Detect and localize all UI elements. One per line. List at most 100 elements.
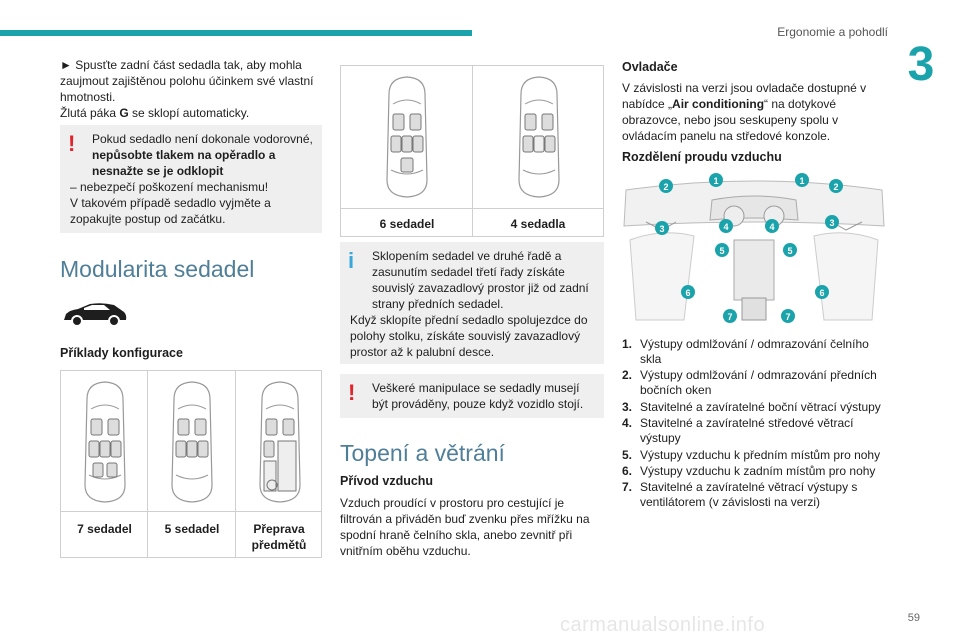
config-table-1: 7 sedadel 5 sedadel Přeprava předmětů	[60, 370, 322, 558]
callout-6a	[681, 285, 695, 299]
callout-2b	[829, 179, 843, 193]
config-label-6: 6 sedadel	[379, 217, 435, 231]
warning-icon: !	[68, 131, 76, 156]
list-item-num: 5.	[622, 448, 633, 462]
callout-3a	[655, 221, 669, 235]
warning-note-stationary: ! Veškeré manipulace se sedadly musejí b…	[340, 374, 604, 418]
callout-label-4a: 4	[723, 222, 728, 232]
list-item-text: Stavitelné a zavíratelné středové větrac…	[640, 416, 854, 445]
controls-text-pre: V závislosti na verzi jsou ovladače dost…	[622, 81, 867, 111]
lever-paragraph: Žlutá páka G se sklopí automaticky.	[60, 105, 322, 121]
air-distribution-title: Rozdělení proudu vzduchu	[622, 150, 782, 164]
list-item: 2. Výstupy odmlžování / odmrazování před…	[622, 368, 888, 398]
list-item-num: 7.	[622, 480, 633, 494]
callout-label-1a: 1	[713, 176, 718, 186]
list-item-text: Stavitelné a zavíratelné větrací výstupy…	[640, 480, 858, 509]
list-item-text: Výstupy vzduchu k zadním místům pro nohy	[640, 464, 876, 478]
callout-1b	[795, 173, 809, 187]
warning-text-bold: nepůsobte tlakem na opěradlo a nesnažte …	[92, 148, 276, 178]
section-title-heating: Topení a větrání	[340, 440, 505, 466]
air-distribution-figure: 1 1 2 2 3 3 4 4 5 5 6 6 7 7	[623, 173, 885, 323]
controls-paragraph: V závislosti na verzi jsou ovladače dost…	[622, 80, 888, 144]
callout-label-4b: 4	[769, 222, 774, 232]
list-item: 1. Výstupy odmlžování / odmrazování čeln…	[622, 337, 888, 367]
list-item: 4. Stavitelné a zavíratelné středové vět…	[622, 416, 888, 446]
chapter-title: Ergonomie a pohodlí	[777, 25, 888, 39]
callout-label-7a: 7	[727, 312, 732, 322]
callout-7b	[781, 309, 795, 323]
list-item-text: Výstupy odmlžování / odmrazování předníc…	[640, 368, 877, 397]
controls-title: Ovladače	[622, 60, 678, 74]
section-title-seat-modularity: Modularita sedadel	[60, 256, 255, 282]
callout-5a	[715, 243, 729, 257]
config-label-4: 4 sedadla	[510, 217, 566, 231]
callout-label-5b: 5	[787, 246, 792, 256]
config-cell-5	[148, 371, 236, 557]
car-top-cargo	[259, 381, 301, 503]
config-cell-6	[341, 66, 473, 236]
list-item-num: 2.	[622, 368, 633, 382]
list-item: 7. Stavitelné a zavíratelné větrací výst…	[622, 480, 888, 510]
info-icon: i	[348, 248, 355, 273]
config-cell-7	[61, 371, 148, 557]
callout-label-6b: 6	[819, 288, 824, 298]
list-item-num: 1.	[622, 337, 633, 351]
callout-label-2b: 2	[833, 182, 838, 192]
car-top-4-seats	[518, 76, 560, 198]
callout-label-6a: 6	[685, 288, 690, 298]
callout-1a	[709, 173, 723, 187]
warning-text-2: – nebezpečí poškození mechanismu!	[70, 180, 269, 194]
callout-6b	[815, 285, 829, 299]
page-number: 59	[907, 612, 920, 624]
callout-5b	[783, 243, 797, 257]
callout-label-3a: 3	[659, 224, 664, 234]
callout-4b	[765, 219, 779, 233]
config-divider-2	[341, 208, 603, 209]
list-item: 3. Stavitelné a zavíratelné boční větrac…	[622, 400, 888, 415]
list-item-num: 6.	[622, 464, 633, 478]
lever-letter: G	[119, 106, 129, 120]
config-label-cargo: Přeprava předmětů	[251, 522, 307, 552]
warning-text-3: V takovém případě sedadlo vyjměte a zopa…	[70, 196, 271, 226]
warning-note-stationary-text: Veškeré manipulace se sedadly musejí být…	[372, 381, 584, 411]
list-item-num: 3.	[622, 400, 633, 414]
callout-label-1b: 1	[799, 176, 804, 186]
config-divider	[61, 511, 321, 512]
config-table-2: 6 sedadel 4 sedadla	[340, 65, 604, 237]
callout-label-3b: 3	[829, 218, 834, 228]
info-note-text-1: Sklopením sedadel ve druhé řadě a zasunu…	[372, 249, 589, 311]
column-1: ► Spusťte zadní část sedadla tak, aby mo…	[60, 57, 322, 121]
callout-7a	[723, 309, 737, 323]
header-accent-bar	[0, 30, 472, 36]
list-item-num: 4.	[622, 416, 633, 430]
lever-text-pre: Žlutá páka	[60, 106, 120, 120]
config-label-7: 7 sedadel	[77, 522, 132, 536]
car-side-icon	[64, 303, 127, 327]
warning-icon-2: !	[348, 380, 356, 405]
warning-text-pre: Pokud sedadlo není dokonale vodorovné,	[92, 132, 313, 146]
lever-text-post: se sklopí automaticky.	[128, 106, 250, 120]
list-item-text: Výstupy odmlžování / odmrazování čelního…	[640, 337, 869, 366]
callout-3b	[825, 215, 839, 229]
car-top-5-seats	[171, 381, 213, 503]
controls-text-post: “ na dotykové obrazovce, nebo jsou sesku…	[622, 97, 839, 143]
list-item: 5. Výstupy vzduchu k předním místům pro …	[622, 448, 888, 463]
car-top-6-seats	[386, 76, 428, 198]
callout-4a	[719, 219, 733, 233]
chapter-number: 3	[907, 38, 935, 91]
warning-note-seat: ! Pokud sedadlo není dokonale vodorovné,…	[60, 125, 322, 233]
info-note-seats: i Sklopením sedadel ve druhé řadě a zasu…	[340, 242, 604, 364]
warning-text-1: Pokud sedadlo není dokonale vodorovné, n…	[70, 131, 314, 179]
air-supply-text: Vzduch proudící v prostoru pro cestující…	[340, 496, 590, 558]
watermark: carmanualsonline.info	[560, 614, 766, 636]
intro-paragraph: ► Spusťte zadní část sedadla tak, aby mo…	[60, 58, 314, 104]
air-supply-title: Přívod vzduchu	[340, 474, 434, 488]
config-label-5: 5 sedadel	[164, 522, 220, 536]
car-top-7-seats	[84, 381, 126, 503]
callout-2a	[659, 179, 673, 193]
callouts: 1 1 2 2 3 3 4 4 5 5 6 6 7 7	[655, 173, 843, 323]
list-item: 6. Výstupy vzduchu k zadním místům pro n…	[622, 464, 888, 479]
list-item-text: Výstupy vzduchu k předním místům pro noh…	[640, 448, 881, 462]
config-examples-title: Příklady konfigurace	[60, 346, 183, 360]
controls-text-bold: Air conditioning	[672, 97, 765, 111]
